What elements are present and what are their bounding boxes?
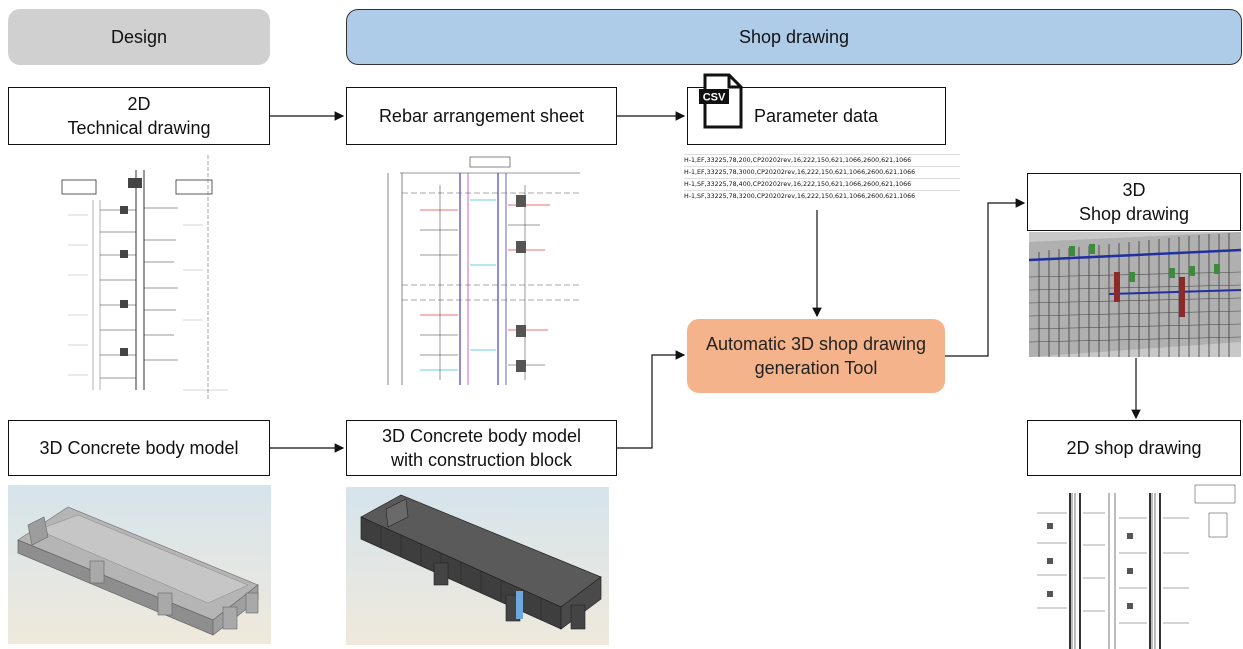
technical-drawing-line1: 2D: [127, 93, 151, 114]
shop-drawing-3d-line2: Shop drawing: [1078, 204, 1190, 224]
construction-block-line2: with construction block: [390, 450, 573, 470]
generation-tool-line2: generation Tool: [754, 358, 878, 378]
csv-row: H-1,EF,33225,78,3000,CP20202rev,16,222,1…: [684, 166, 960, 179]
concrete-body-model-label: 3D Concrete body model: [39, 437, 239, 458]
csv-cell: H-1,SF,33225,78,3200,CP20202rev,16,222,1…: [684, 190, 960, 202]
arrow-tool-to-3d: [945, 198, 1026, 357]
rebar-arrangement-box: Rebar arrangement sheet: [346, 87, 617, 145]
shop-drawing-3d-image: [1029, 232, 1241, 357]
csv-cell: H-1,EF,33225,78,3000,CP20202rev,16,222,1…: [684, 166, 960, 179]
csv-row: H-1,SF,33225,78,400,CP20202rev,16,222,15…: [684, 178, 960, 191]
concrete-body-model-box: 3D Concrete body model: [8, 420, 270, 476]
technical-drawing-image: [58, 150, 242, 400]
shop-drawing-phase-header: Shop drawing: [346, 9, 1242, 65]
rebar-arrangement-image: [380, 155, 595, 390]
generation-tool-box: Automatic 3D shop drawing generation Too…: [687, 319, 945, 393]
rebar-arrangement-label: Rebar arrangement sheet: [378, 105, 585, 126]
csv-cell: H-1,EF,33225,78,200,CP20202rev,16,222,15…: [684, 154, 960, 167]
csv-row: H-1,SF,33225,78,3200,CP20202rev,16,222,1…: [684, 190, 960, 202]
concrete-body-model-image: [8, 485, 271, 644]
technical-drawing-line2: Technical drawing: [67, 118, 211, 138]
construction-block-line1: 3D Concrete body model: [381, 425, 582, 446]
design-phase-header: Design: [8, 9, 270, 65]
construction-block-model-image: [346, 487, 609, 645]
csv-file-icon: CSV: [699, 73, 743, 129]
arrow-block-to-tool: [617, 350, 686, 449]
csv-data-table: H-1,EF,33225,78,200,CP20202rev,16,222,15…: [684, 154, 960, 202]
shop-drawing-2d-box: 2D shop drawing: [1027, 420, 1241, 476]
csv-cell: H-1,SF,33225,78,400,CP20202rev,16,222,15…: [684, 178, 960, 191]
csv-icon-label: CSV: [703, 92, 726, 104]
shop-drawing-2d-image: [1029, 483, 1241, 649]
construction-block-box: 3D Concrete body model with construction…: [346, 420, 617, 476]
shop-drawing-2d-label: 2D shop drawing: [1066, 437, 1202, 458]
technical-drawing-box: 2D Technical drawing: [8, 87, 270, 145]
generation-tool-line1: Automatic 3D shop drawing: [705, 333, 927, 354]
parameter-data-label: Parameter data: [754, 105, 879, 126]
shop-drawing-3d-box: 3D Shop drawing: [1027, 173, 1241, 231]
csv-row: H-1,EF,33225,78,200,CP20202rev,16,222,15…: [684, 154, 960, 167]
shop-drawing-3d-line1: 3D: [1122, 179, 1146, 200]
